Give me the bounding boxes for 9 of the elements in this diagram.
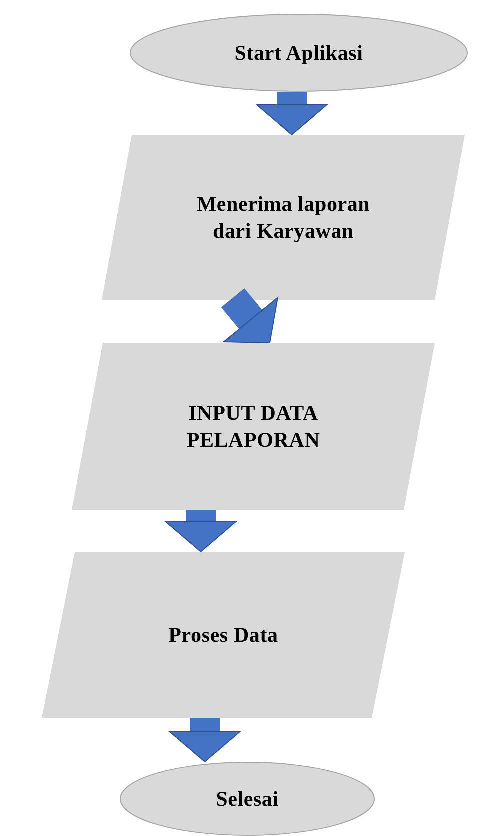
block-arrow bbox=[170, 718, 240, 762]
block-arrow bbox=[221, 288, 278, 344]
node-label: INPUT DATA PELAPORAN bbox=[186, 400, 322, 453]
node-label: Selesai bbox=[216, 786, 279, 812]
node-label: Menerima laporan dari Karyawan bbox=[196, 191, 372, 244]
block-arrow bbox=[256, 92, 328, 136]
block-arrow bbox=[166, 510, 236, 552]
node-label: Start Aplikasi bbox=[234, 40, 364, 66]
node-label: Proses Data bbox=[168, 622, 278, 648]
